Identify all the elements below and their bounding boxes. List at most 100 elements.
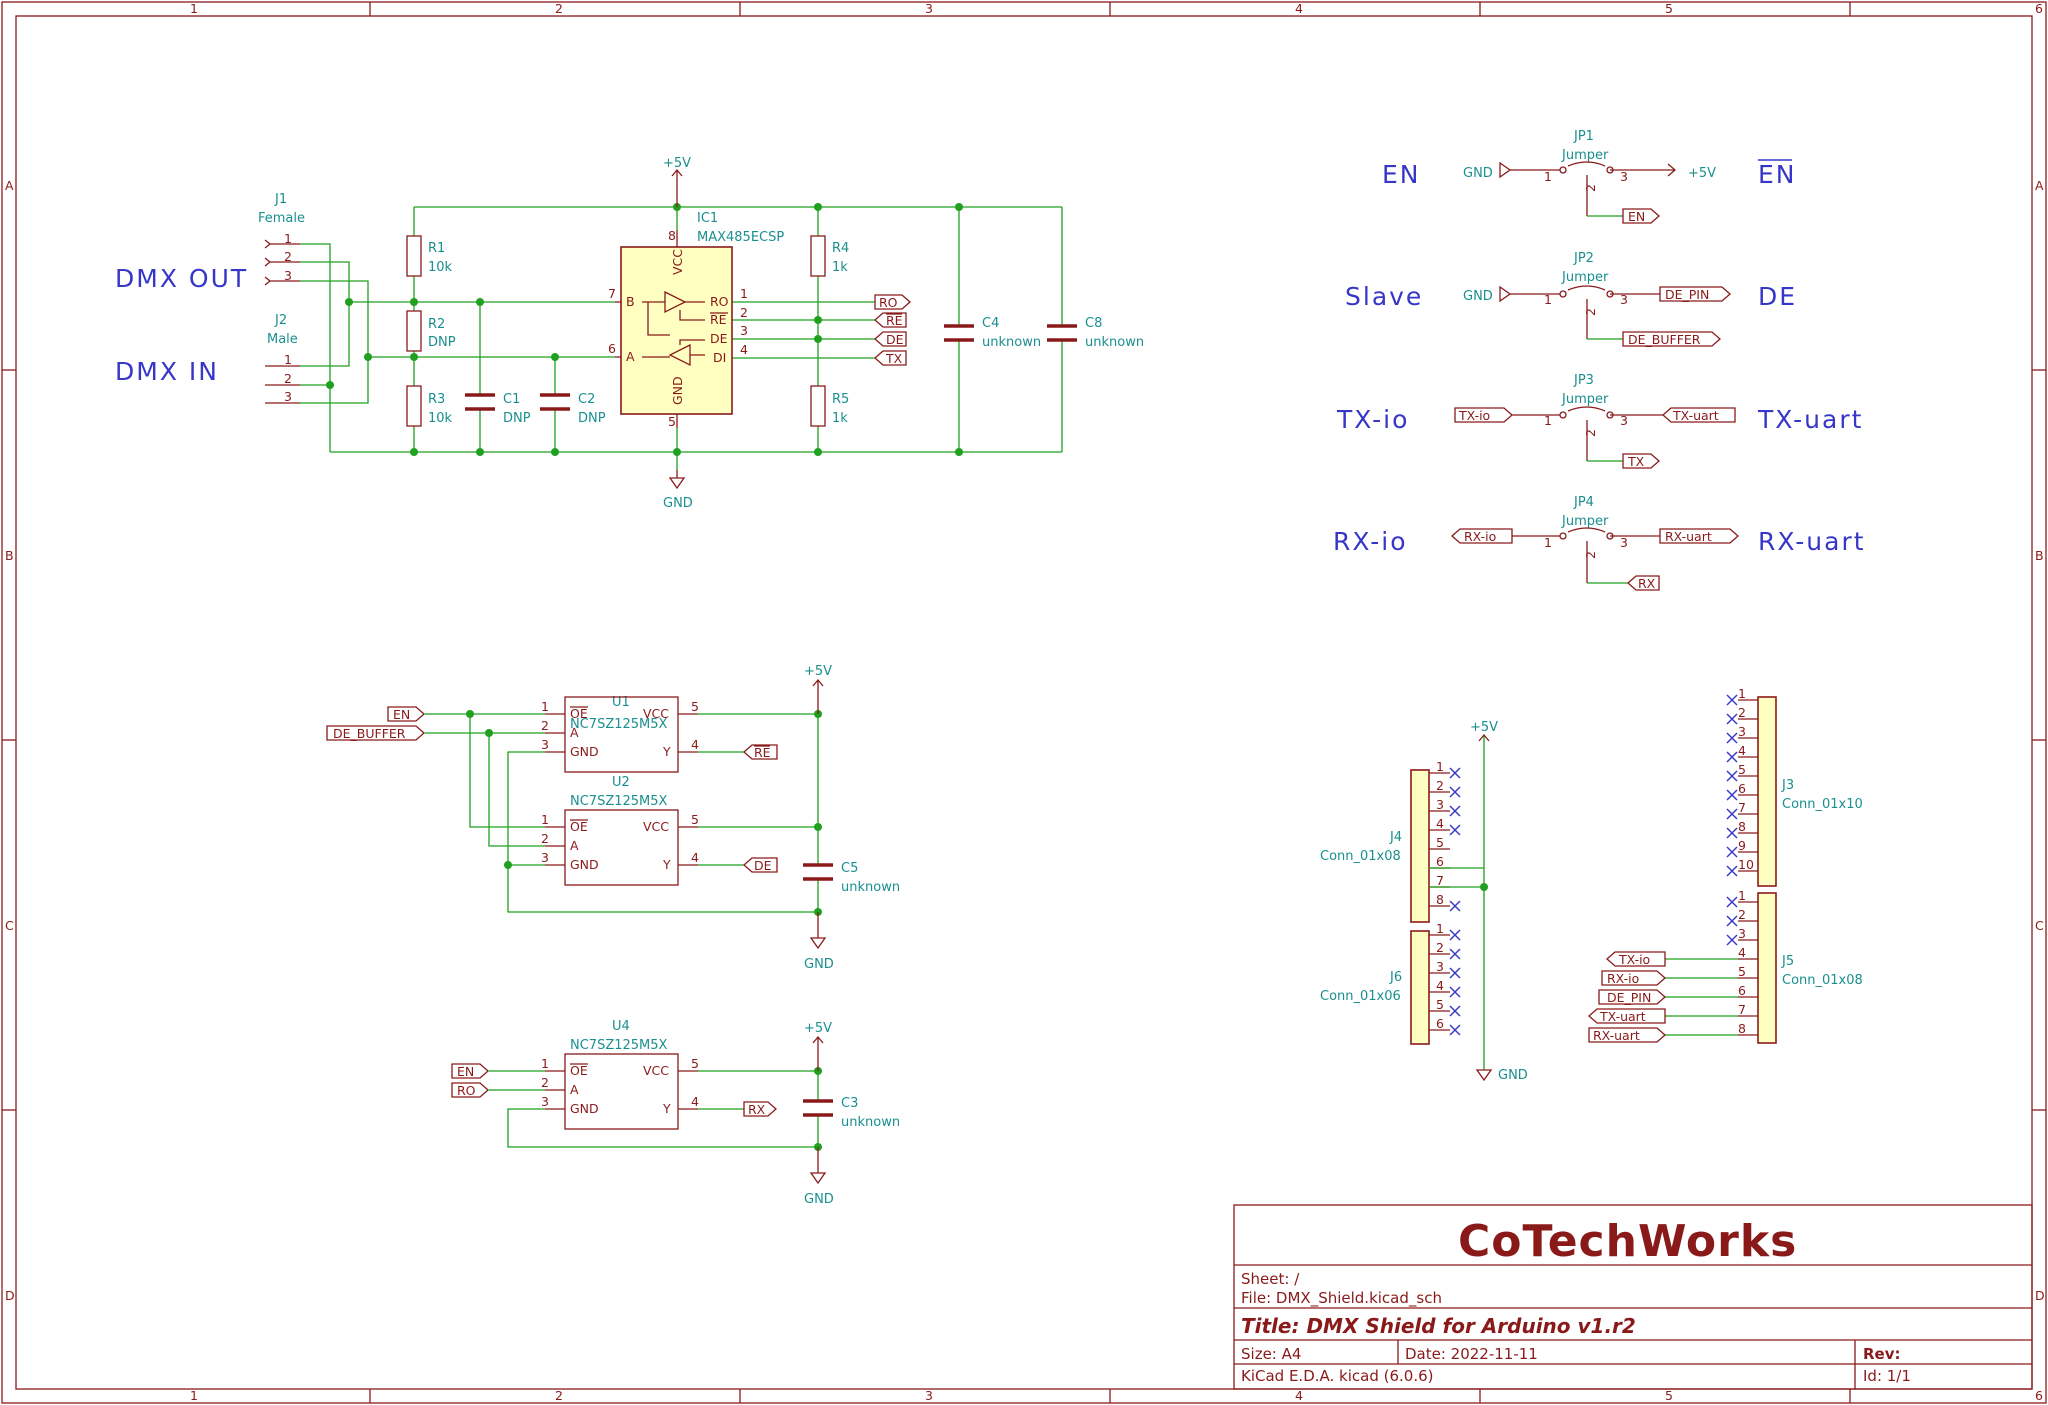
pin-name: VCC (643, 706, 669, 721)
capacitor-c2: C2 DNP (540, 392, 606, 426)
ic1-max485: IC1 MAX485ECSP 8 5 7 6 B A RO RE DE DI 1… (608, 211, 784, 429)
no-connect-marker (1449, 824, 1461, 836)
pin-number: 1 (740, 286, 748, 301)
ref-label: U2 (612, 775, 630, 790)
buffer-section-u1-u2: EN DE_BUFFER +5V GND C5 unknown U1 NC7SZ… (326, 664, 900, 972)
resistor-r1: R1 10k (406, 235, 453, 277)
value-label: Female (258, 211, 305, 226)
pin-number: 4 (691, 737, 699, 752)
pin-number: 4 (1738, 743, 1746, 758)
resistor-r3: R3 10k (406, 385, 453, 427)
net-label-rx: RX (1638, 576, 1656, 591)
pin-number: 8 (1738, 819, 1746, 834)
value-label: Conn_01x08 (1782, 973, 1863, 988)
header-j6: J6 Conn_01x06 (1320, 930, 1430, 1045)
pin-number: 3 (740, 323, 748, 338)
pin-number: 6 (1436, 1016, 1444, 1031)
pin-name: RO (710, 294, 729, 309)
no-connect-marker (1726, 751, 1738, 763)
pin-number: 1 (1738, 888, 1746, 903)
pin-number: 1 (1436, 921, 1444, 936)
no-connect-marker (1726, 808, 1738, 820)
ref-label: J3 (1781, 778, 1794, 793)
pin-number: 1 (1544, 413, 1552, 428)
buffer-section-u4: EN RO +5V GND C3 unknown U4 NC7SZ125M5X … (451, 1019, 900, 1207)
pin-number: 4 (1738, 945, 1746, 960)
value-label: Jumper (1561, 270, 1609, 285)
value-label: 1k (832, 411, 848, 426)
value-label: 1k (832, 260, 848, 275)
net-label-de: DE (886, 332, 904, 347)
heading-de: DE (1758, 282, 1797, 311)
pin-number: 5 (1738, 762, 1746, 777)
pin-name: Y (662, 744, 671, 759)
pin-number: 1 (1436, 759, 1444, 774)
net-label-ro: RO (879, 295, 898, 310)
ref-label: R5 (832, 392, 849, 407)
pin-name: DE (710, 331, 728, 346)
pin-number: 7 (1738, 1002, 1746, 1017)
pin-number: 6 (1738, 983, 1746, 998)
value-label: DNP (503, 411, 531, 426)
ref-label: C4 (982, 316, 999, 331)
power-label: +5V (1470, 720, 1498, 735)
pin-number: 8 (668, 228, 676, 243)
ref-label: J4 (1389, 830, 1402, 845)
sheet-title: Title: DMX Shield for Arduino v1.r2 (1241, 1314, 1636, 1338)
resistor-r4: R4 1k (810, 235, 849, 277)
jumper-jp4: JP4 Jumper 1 3 2 RX-io RX-uart RX (1451, 495, 1739, 591)
row-label: D (5, 1288, 15, 1303)
pin-number: 2 (541, 831, 549, 846)
header-j3: J3 Conn_01x10 (1757, 696, 1863, 887)
power-label: GND (1463, 289, 1493, 304)
pin-number: 3 (284, 268, 292, 283)
no-connect-marker (1726, 789, 1738, 801)
sheet-rev: Rev: (1863, 1345, 1901, 1363)
row-label: C (5, 918, 14, 933)
row-label: B (5, 548, 14, 563)
pin-name: OE (570, 706, 588, 721)
pin-number: 2 (284, 249, 292, 264)
no-connect-marker (1726, 694, 1738, 706)
value-label: Male (267, 332, 298, 347)
pin-number: 2 (541, 1075, 549, 1090)
ref-label: IC1 (697, 211, 718, 226)
ref-label: C1 (503, 392, 520, 407)
sheet-id: Id: 1/1 (1863, 1367, 1911, 1385)
no-connect-marker (1449, 1005, 1461, 1017)
column-label: 6 (2035, 1388, 2043, 1403)
ref-label: C5 (841, 861, 858, 876)
row-label: A (5, 178, 14, 193)
column-label: 5 (1665, 1, 1673, 16)
buffer-u4: U4 NC7SZ125M5X 1 2 3 5 4 OE A GND VCC Y (541, 1019, 699, 1130)
power-5v-ic1: +5V (663, 156, 691, 207)
pin-name: A (570, 1082, 579, 1097)
pin-number: 1 (1738, 686, 1746, 701)
pin-number: 1 (1544, 292, 1552, 307)
header-j5: J5 Conn_01x08 (1757, 892, 1863, 1044)
ref-label: J5 (1781, 954, 1794, 969)
pin-number: 3 (1620, 535, 1628, 550)
net-label-tx-io: TX-io (1618, 952, 1650, 967)
pin-number: 4 (691, 850, 699, 865)
pin-name: OE (570, 819, 588, 834)
value-label: 10k (428, 260, 453, 275)
pin-number: 3 (1620, 292, 1628, 307)
ref-label: J2 (274, 313, 287, 328)
power-label: GND (804, 1192, 834, 1207)
ref-label: R2 (428, 317, 445, 332)
pin-number: 3 (1738, 926, 1746, 941)
no-connect-marker (1726, 915, 1738, 927)
no-connect-marker (1449, 767, 1461, 779)
row-label: D (2035, 1288, 2045, 1303)
pin-number: 4 (740, 342, 748, 357)
column-label: 6 (2035, 1, 2043, 16)
net-label-rx-uart: RX-uart (1665, 529, 1712, 544)
net-label-de-pin: DE_PIN (1665, 287, 1709, 302)
pin-number: 7 (1738, 800, 1746, 815)
net-label-tx-uart: TX-uart (1599, 1009, 1646, 1024)
